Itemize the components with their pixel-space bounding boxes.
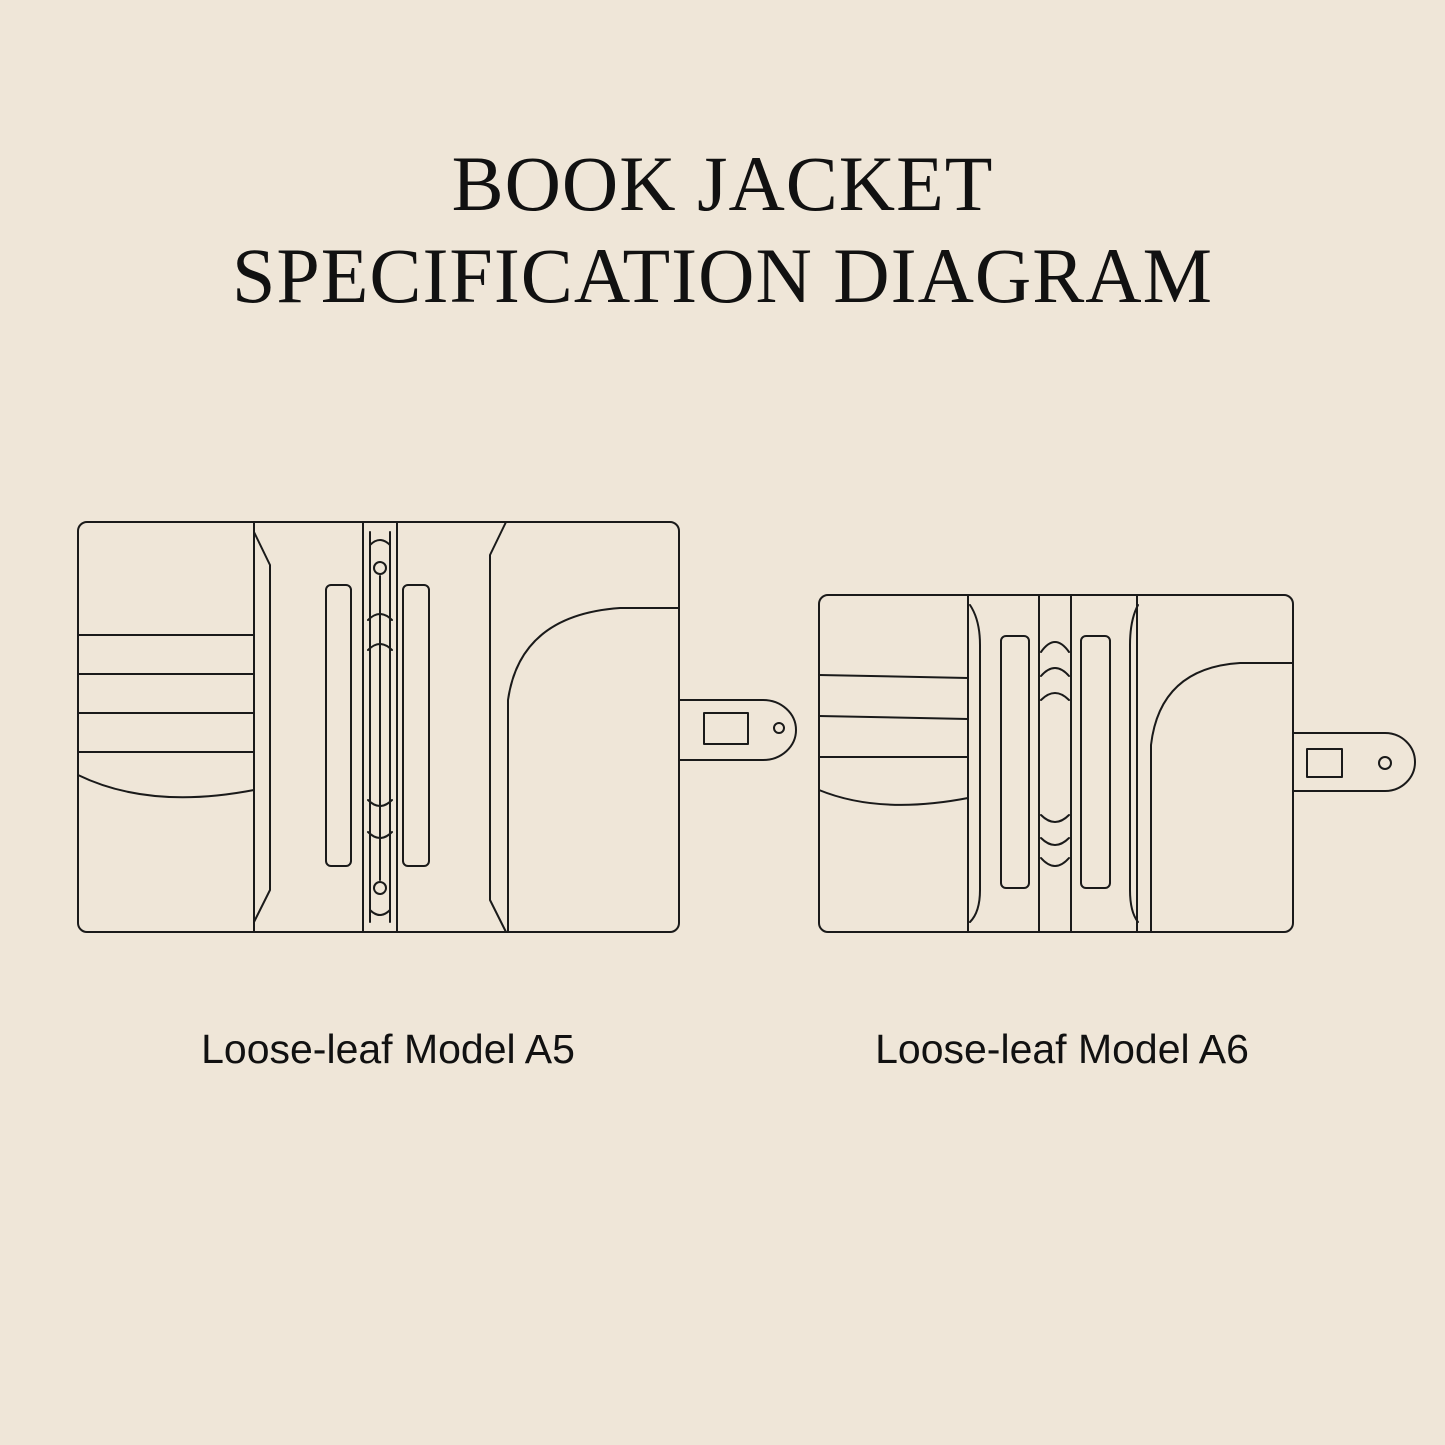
a6-ring-4 (1040, 814, 1070, 823)
a5-left-flap-fold (253, 531, 271, 923)
title-line-1: BOOK JACKET (451, 140, 994, 227)
a6-ring-2 (1040, 667, 1070, 677)
a6-jacket-diagram (818, 594, 1416, 933)
a5-spine-top-cap (369, 539, 391, 546)
page-title: BOOK JACKET SPECIFICATION DIAGRAM (0, 138, 1445, 322)
a6-right-pocket-curve (1150, 662, 1294, 933)
a6-right-flap-fold (1129, 604, 1139, 923)
a5-ring-rivet-bottom (373, 881, 387, 895)
a6-outer-frame (818, 594, 1294, 933)
a5-left-strip (325, 584, 352, 867)
a6-ring-1 (1040, 641, 1070, 653)
a5-jacket-diagram (77, 521, 797, 933)
a5-right-flap-fold (489, 521, 507, 933)
a6-clasp-tab (1292, 732, 1416, 792)
a5-spine-bottom-cap (369, 909, 391, 916)
a5-left-pocket-curve (77, 774, 255, 799)
a6-left-strip (1000, 635, 1030, 889)
a6-clasp-snap (1378, 756, 1392, 770)
a6-ring-5 (1040, 837, 1070, 846)
a5-clasp-buckle (703, 712, 749, 745)
a5-clasp-snap (773, 722, 785, 734)
a6-ring-3 (1040, 692, 1070, 701)
a6-card-slot-1 (818, 674, 969, 679)
a6-clasp-buckle (1306, 748, 1343, 778)
a5-outer-frame (77, 521, 680, 933)
a5-right-strip (402, 584, 430, 867)
a5-model-caption: Loose-leaf Model A5 (201, 1026, 575, 1072)
title-line-2: SPECIFICATION DIAGRAM (232, 232, 1213, 319)
a6-ring-6 (1040, 857, 1070, 867)
a5-clasp-tab (678, 699, 797, 761)
a5-right-pocket-curve (507, 607, 680, 933)
a6-right-strip (1080, 635, 1111, 889)
a5-ring-rivet-top (373, 561, 387, 575)
a6-card-slot-2 (818, 715, 969, 720)
a6-left-flap-fold (969, 604, 981, 923)
a6-model-caption: Loose-leaf Model A6 (875, 1026, 1249, 1072)
a6-left-pocket-curve (818, 789, 969, 806)
